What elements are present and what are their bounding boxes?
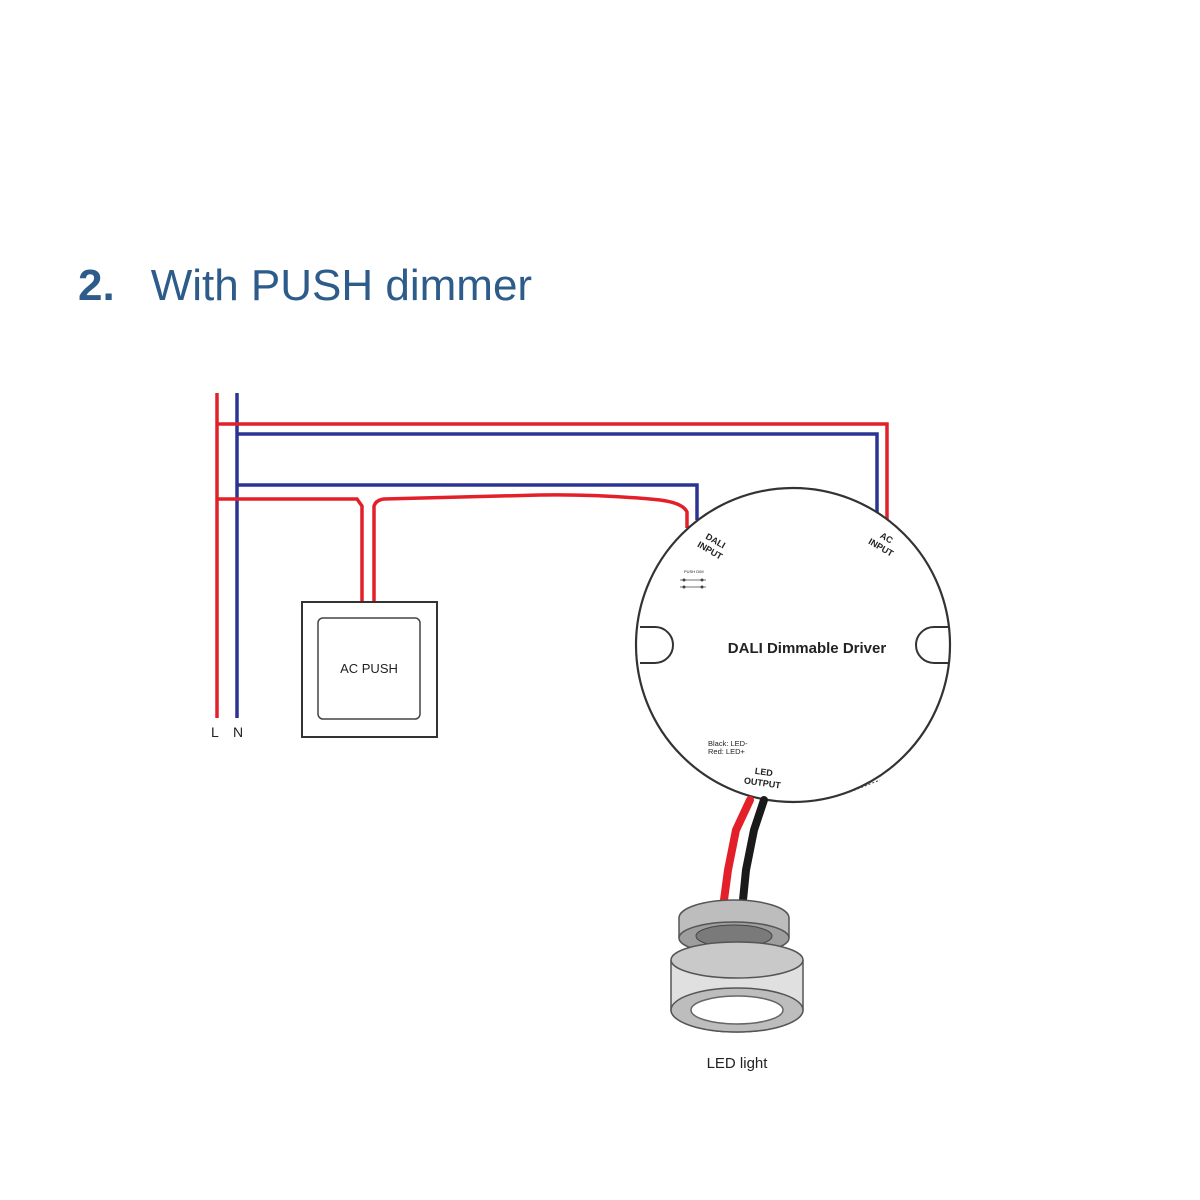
line-label: L (211, 724, 219, 740)
dali-driver: DALI Dimmable Driver DALI INPUT AC INPUT… (634, 486, 952, 804)
push-switch-button (317, 617, 421, 720)
led-light-label: LED light (707, 1055, 769, 1072)
push-dim-label: PUSH DIM (684, 569, 704, 574)
neutral-label: N (233, 724, 243, 740)
neutral-to-ac-input-wire (237, 432, 879, 520)
led-output-label-1: LED (754, 766, 774, 778)
live-to-ac-input-wire (217, 422, 889, 520)
led-red-cable (720, 796, 754, 904)
push-dim-schematic: PUSH DIM (680, 569, 706, 589)
ac-push-switch: AC PUSH (301, 601, 438, 738)
driver-right-mounting-tab (915, 626, 948, 664)
live-to-push-switch-wire (217, 497, 364, 603)
section-heading: 2. With PUSH dimmer (78, 256, 532, 316)
section-title: With PUSH dimmer (150, 261, 533, 310)
wire-black-legend: Black: LED- (708, 739, 748, 748)
led-light (670, 899, 804, 1033)
led-black-cable (739, 796, 768, 904)
driver-body (634, 486, 952, 804)
wire-red-legend: Red: LED+ (708, 747, 746, 756)
driver-left-mounting-tab (640, 626, 674, 664)
push-switch-to-dali-wire (372, 493, 689, 603)
section-number: 2. (78, 261, 115, 310)
driver-name: DALI Dimmable Driver (728, 640, 887, 657)
neutral-to-dali-input-wire (237, 483, 699, 520)
push-switch-label: AC PUSH (340, 661, 398, 676)
